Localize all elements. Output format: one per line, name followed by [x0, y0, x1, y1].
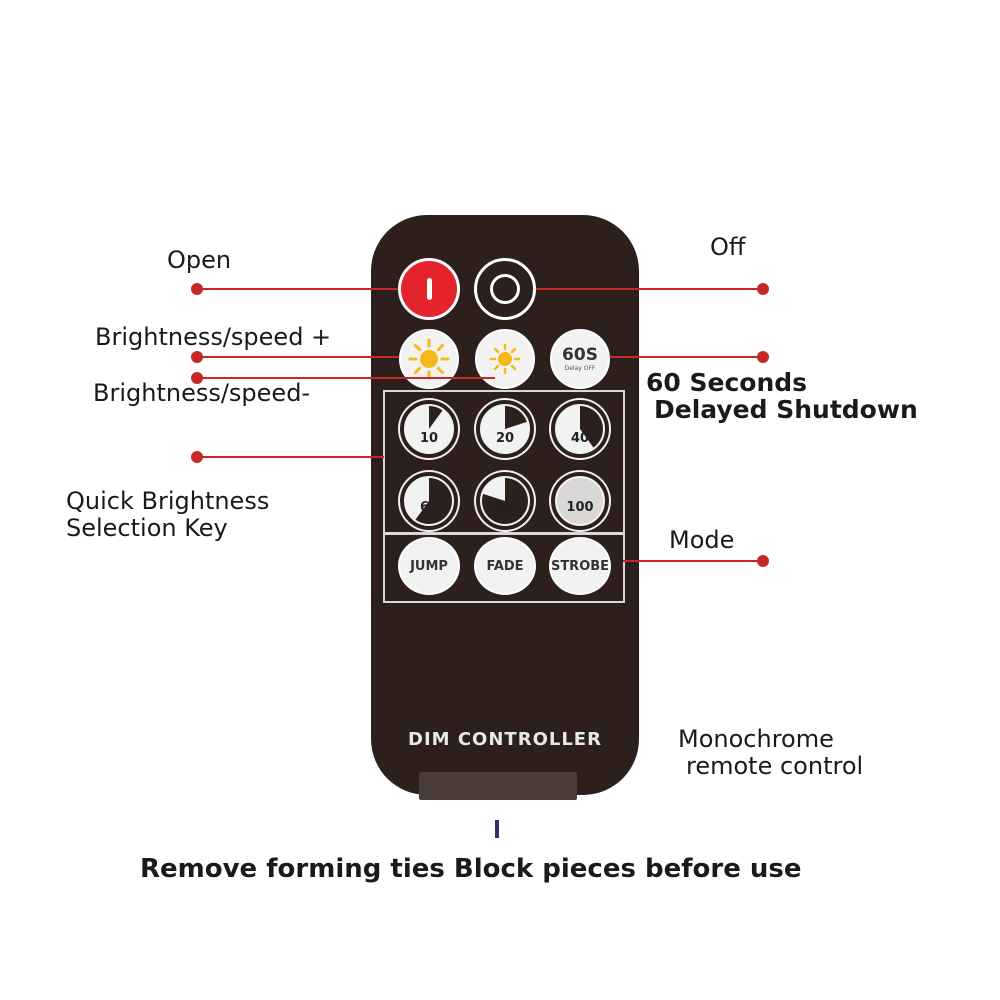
brightness-fill	[551, 400, 609, 458]
sun-small-icon	[489, 343, 521, 375]
footer-note: Remove forming ties Block pieces before …	[140, 854, 802, 884]
delay-off-button[interactable]: 60S Delay OFF	[550, 329, 610, 389]
brightness-40-button[interactable]: 40	[549, 398, 611, 460]
brightness-fill-wedge	[482, 478, 528, 524]
brightness-20-button[interactable]: 20	[474, 398, 536, 460]
brightness-fill	[476, 472, 534, 530]
brightness-ring	[476, 472, 534, 530]
leader-mode-dot	[757, 555, 769, 567]
brightness-60-button[interactable]: 60	[398, 470, 460, 532]
brightness-fill-wedge	[557, 478, 603, 524]
power-off-button[interactable]	[474, 258, 536, 320]
brightness-10-label: 10	[419, 431, 439, 446]
mode-strobe-button[interactable]: STROBE	[549, 537, 611, 595]
brightness-100-button[interactable]: 100	[549, 470, 611, 532]
ir-window	[419, 772, 577, 800]
leader-delay-dot	[757, 351, 769, 363]
sun-large-icon	[408, 338, 450, 380]
brightness-fill-wedge	[505, 406, 527, 429]
power-off-icon	[490, 274, 520, 304]
brightness-ring	[551, 400, 609, 458]
leader-open-dot	[191, 283, 203, 295]
brightness-10-button[interactable]: 10	[398, 398, 460, 460]
brightness-ring	[476, 400, 534, 458]
label-mode: Mode	[669, 526, 735, 554]
power-on-button[interactable]	[398, 258, 460, 320]
brightness-ring	[551, 472, 609, 530]
brightness-fill-wedge	[580, 406, 603, 448]
brightness-fill	[400, 472, 458, 530]
mode-jump-button[interactable]: JUMP	[398, 537, 460, 595]
label-off: Off	[710, 233, 746, 261]
label-quick-line1: Quick Brightness	[66, 487, 270, 515]
leader-brightness-up-dot	[191, 351, 203, 363]
brightness-fill	[400, 400, 458, 458]
brightness-fill-wedge	[415, 478, 452, 524]
label-brightness-up: Brightness/speed +	[95, 323, 332, 351]
mode-fade-button[interactable]: FADE	[474, 537, 536, 595]
brightness-80-label: 80	[495, 500, 515, 515]
label-mono-line2: remote control	[686, 752, 864, 780]
label-open: Open	[167, 246, 232, 274]
leader-off-dot	[757, 283, 769, 295]
delay-button-label: 60S	[562, 344, 598, 365]
brightness-up-button[interactable]	[399, 329, 459, 389]
brightness-80-button[interactable]: 80	[474, 470, 536, 532]
brightness-fill	[476, 400, 534, 458]
brightness-fill-wedge	[429, 406, 443, 429]
delay-button-sublabel: Delay OFF	[564, 364, 596, 372]
brightness-ring	[400, 472, 458, 530]
divider-mark	[495, 820, 499, 838]
label-mono-line1: Monochrome	[678, 725, 834, 753]
brightness-fill	[551, 472, 609, 530]
label-quick-line2: Selection Key	[66, 514, 228, 542]
brightness-20-label: 20	[495, 431, 515, 446]
label-delay-line2: Delayed Shutdown	[654, 395, 918, 424]
leader-quick-dot	[191, 451, 203, 463]
mode-frame	[383, 533, 625, 603]
label-brightness-down: Brightness/speed-	[93, 379, 311, 407]
brightness-100-label: 100	[566, 500, 594, 515]
brightness-60-label: 60	[419, 500, 439, 515]
remote-title: DIM CONTROLLER	[408, 729, 602, 750]
brightness-ring	[400, 400, 458, 458]
label-delay-line1: 60 Seconds	[646, 368, 808, 397]
brightness-down-button[interactable]	[475, 329, 535, 389]
brightness-40-label: 40	[570, 431, 590, 446]
power-on-icon	[426, 278, 432, 300]
